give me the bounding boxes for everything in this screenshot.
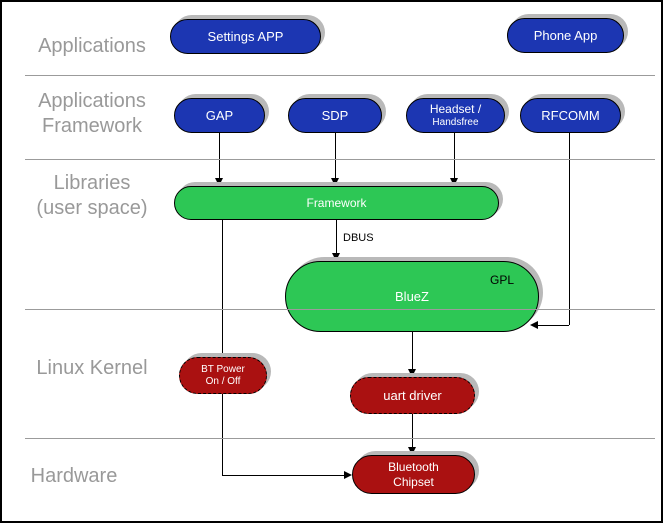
separator-applications: [25, 75, 655, 76]
layer-label-hardware: Hardware: [30, 465, 118, 487]
gpl-badge: GPL: [489, 273, 514, 287]
arrowhead-rfcomm-bluez: [530, 321, 538, 329]
node-phone-app: Phone App: [507, 18, 624, 53]
node-bt-power: BT Power On / Off: [179, 357, 267, 394]
edge-framework-chipset-horizontal: [222, 475, 344, 476]
layer-label-line: Framework: [41, 115, 142, 137]
layer-label-libraries: Libraries (user space): [17, 171, 167, 221]
node-chipset-line2: Chipset: [393, 474, 434, 489]
layer-label-line: Libraries: [53, 172, 131, 194]
arrowhead-framework-chipset: [344, 471, 352, 479]
arrowhead-gap-framework: [215, 178, 223, 186]
edge-uart-chipset: [412, 414, 413, 447]
node-bluez: GPL BlueZ: [285, 261, 539, 332]
arrowhead-headset-framework: [450, 178, 458, 186]
node-bluez-label: BlueZ: [395, 288, 429, 304]
node-headset-line2: Handsfree: [432, 116, 479, 128]
node-framework: Framework: [174, 186, 499, 220]
edge-headset-framework: [454, 133, 455, 182]
separator-libraries: [25, 309, 655, 310]
node-sdp: SDP: [288, 98, 382, 133]
layer-label-line: Applications: [38, 90, 146, 112]
layer-label-line: (user space): [36, 197, 148, 219]
node-settings-app: Settings APP: [170, 19, 321, 54]
layer-label-applications-framework: Applications Framework: [17, 89, 167, 139]
edge-gap-framework: [219, 133, 220, 182]
node-chipset-line1: Bluetooth: [388, 460, 439, 475]
edge-rfcomm-bluez-vertical: [569, 133, 570, 325]
edge-label-dbus: DBUS: [343, 232, 374, 244]
layer-label-linux-kernel: Linux Kernel: [36, 357, 148, 379]
node-bt-power-line1: BT Power: [201, 363, 245, 375]
arrowhead-bluez-uart: [408, 369, 416, 377]
edge-rfcomm-bluez-horizontal: [538, 325, 569, 326]
node-bluetooth-chipset: Bluetooth Chipset: [352, 455, 475, 494]
node-rfcomm: RFCOMM: [520, 98, 621, 133]
node-uart-driver: uart driver: [350, 377, 475, 414]
node-bt-power-line2: On / Off: [205, 375, 241, 387]
edge-framework-chipset-vertical: [222, 220, 223, 475]
edge-framework-bluez: [336, 220, 337, 253]
separator-kernel: [25, 438, 655, 439]
edge-sdp-framework: [335, 133, 336, 182]
node-headset-handsfree: Headset / Handsfree: [406, 98, 505, 133]
node-headset-line1: Headset /: [429, 102, 482, 117]
separator-framework: [25, 159, 655, 160]
arrowhead-uart-chipset: [408, 447, 416, 455]
edge-bluez-uart: [412, 332, 413, 369]
layer-label-applications: Applications: [38, 35, 146, 57]
arrowhead-sdp-framework: [331, 178, 339, 186]
arrowhead-framework-bluez: [332, 253, 340, 261]
node-gap: GAP: [174, 98, 265, 133]
